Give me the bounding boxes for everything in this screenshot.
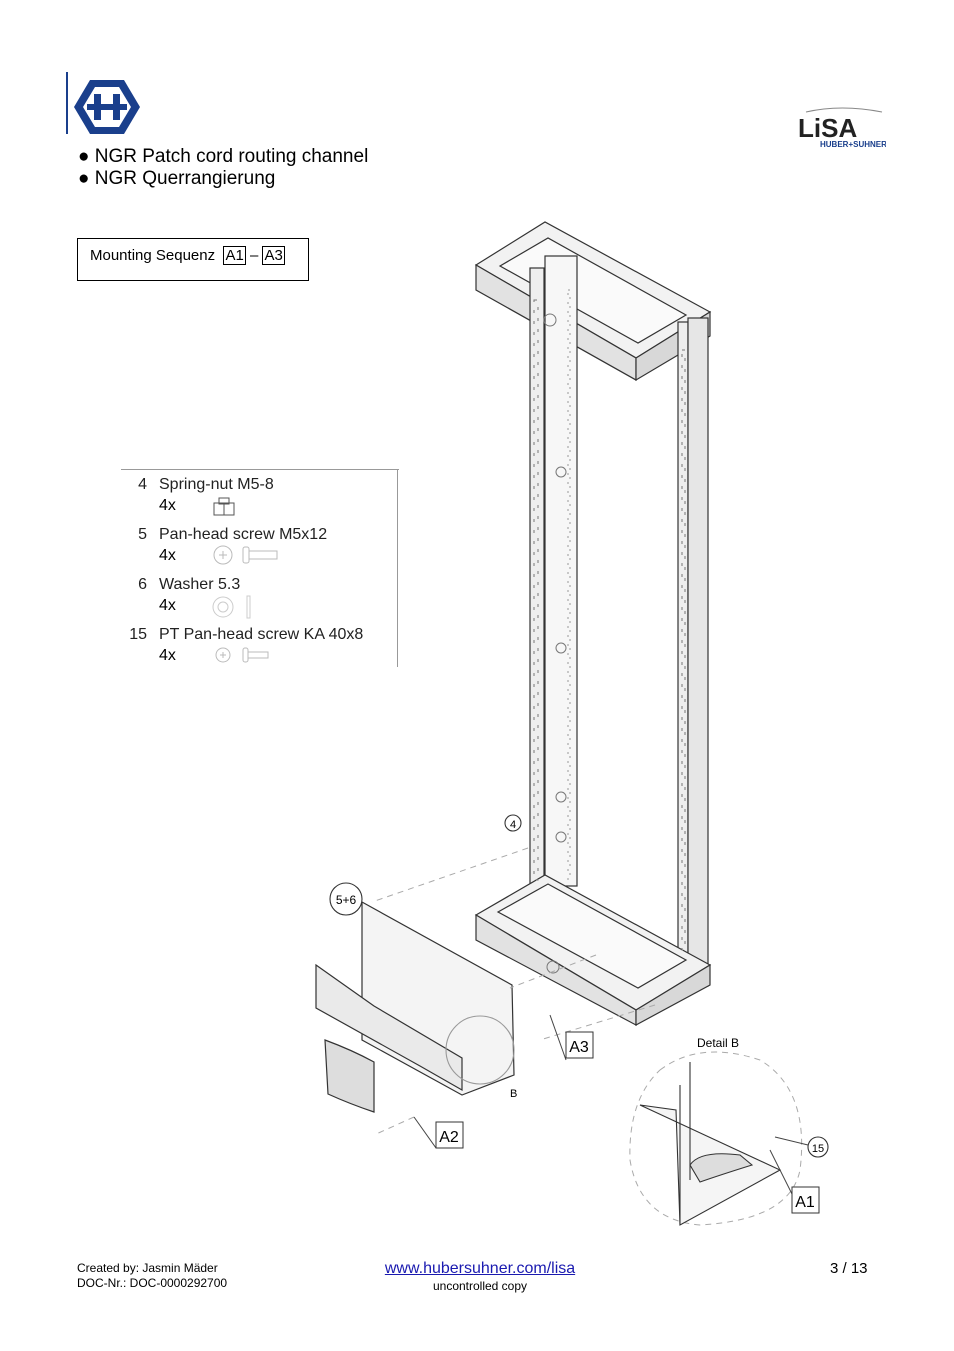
step-a2-label: A2 (439, 1129, 459, 1146)
part-name: PT Pan-head screw KA 40x8 (159, 626, 364, 643)
part-qty: 4x (159, 647, 176, 664)
parts-list: 4 Spring-nut M5-8 4x 5 Pan-head screw M5… (121, 470, 399, 666)
title-bullets: ● NGR Patch cord routing channel ● NGR Q… (78, 146, 368, 190)
created-by: Created by: Jasmin Mäder (77, 1261, 218, 1275)
part-name: Spring-nut M5-8 (159, 476, 274, 493)
part-number: 4 (138, 476, 147, 493)
sequence-separator: – (249, 247, 259, 264)
pan-head-screw-icon (213, 545, 278, 565)
uncontrolled-copy-note: uncontrolled copy (432, 1279, 528, 1293)
website-link[interactable]: www.hubersuhner.com/lisa (384, 1260, 576, 1277)
sequence-end: A3 (262, 246, 285, 265)
lisa-logo-text: LiSA (798, 113, 857, 143)
part-qty: 4x (159, 547, 176, 564)
rack-assembly-drawing: 4 5+6 15 Detail B B A3 A2 A1 (315, 221, 829, 1226)
part-name: Pan-head screw M5x12 (159, 526, 328, 543)
sequence-prefix: Mounting Sequenz (90, 247, 216, 264)
callout-15: 15 (812, 1143, 824, 1155)
footer-center: www.hubersuhner.com/lisa uncontrolled co… (384, 1260, 576, 1293)
parts-list-border-top (121, 469, 399, 470)
pt-screw-icon (215, 647, 269, 663)
part-qty: 4x (159, 597, 176, 614)
footer-author: Created by: Jasmin Mäder DOC-Nr.: DOC-00… (77, 1261, 227, 1291)
lisa-logo-sub: HUBER+SUHNER (820, 140, 886, 149)
part-qty: 4x (159, 497, 176, 514)
spring-nut-icon (213, 497, 235, 516)
sequence-start: A1 (223, 246, 246, 265)
parts-list-border-right (397, 469, 398, 667)
huber-suhner-logo-icon (74, 80, 140, 134)
step-a1-label: A1 (795, 1194, 815, 1211)
bullet-item: ● NGR Patch cord routing channel (78, 146, 369, 167)
callout-5-6: 5+6 (336, 893, 357, 907)
mounting-sequence-box: Mounting Sequenz A1 – A3 (77, 238, 309, 281)
doc-number: DOC-Nr.: DOC-0000292700 (77, 1276, 228, 1290)
part-number: 5 (138, 526, 147, 543)
page-number: 3 / 13 (830, 1260, 868, 1277)
part-number: 15 (129, 626, 147, 643)
callout-4: 4 (510, 819, 516, 831)
part-number: 6 (138, 576, 147, 593)
detail-b-marker: B (510, 1088, 517, 1100)
lisa-logo-icon: LiSA HUBER+SUHNER (798, 107, 886, 149)
bullet-item: ● NGR Querrangierung (78, 168, 276, 189)
part-name: Washer 5.3 (159, 576, 241, 593)
step-a3-label: A3 (569, 1039, 589, 1056)
header-divider-line (66, 72, 68, 134)
detail-b-label: Detail B (697, 1036, 739, 1050)
washer-icon (212, 595, 251, 619)
